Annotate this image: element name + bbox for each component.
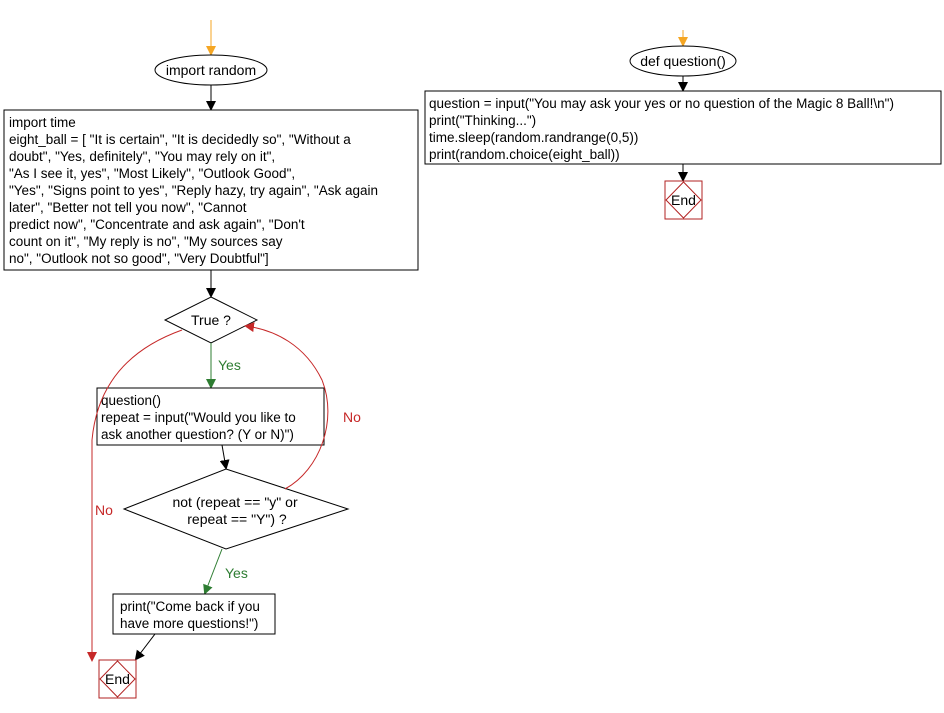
init-block-text: import time eight_ball = [ "It is certai… xyxy=(9,115,382,266)
init-line: doubt", "Yes, definitely", "You may rely… xyxy=(9,149,275,164)
end-terminal-main xyxy=(98,659,137,699)
init-line: count on it", "My reply is no", "My sour… xyxy=(9,234,283,249)
init-line: no", "Outlook not so good", "Very Doubtf… xyxy=(9,251,269,266)
connector-exit-no-loopback xyxy=(244,322,329,490)
init-line: "Yes", "Signs point to yes", "Reply hazy… xyxy=(9,183,378,198)
end-terminal-main-diamond xyxy=(99,660,136,698)
exit-action-block xyxy=(112,593,276,635)
end-terminal-function xyxy=(664,180,703,220)
loop-body-line: repeat = input("Would you like to xyxy=(101,410,296,425)
start-label: import random xyxy=(166,62,256,78)
exit-condition-diamond xyxy=(122,468,350,550)
exit-condition-line: not (repeat == "y" or xyxy=(172,494,297,510)
function-body-line: print(random.choice(eight_ball)) xyxy=(429,147,620,162)
init-line: eight_ball = [ "It is certain", "It is d… xyxy=(9,132,351,147)
exit-action-line: have more questions!") xyxy=(120,616,258,631)
function-body-line: time.sleep(random.randrange(0,5)) xyxy=(429,130,638,145)
init-line: import time xyxy=(9,115,76,130)
loop-body-line: ask another question? (Y or N)") xyxy=(101,427,294,442)
loop-body-line: question() xyxy=(101,393,161,408)
function-body-text: question = input("You may ask your yes o… xyxy=(429,96,898,162)
connector-loop-no-end xyxy=(87,329,183,662)
end-label-main: End xyxy=(105,671,130,687)
end-terminal-function-diamond xyxy=(665,181,702,219)
connector-exit-yes xyxy=(203,548,223,595)
init-line: later", "Better not tell you now", "Cann… xyxy=(9,200,247,215)
function-body-block xyxy=(424,90,942,165)
function-body-line: print("Thinking...") xyxy=(429,113,536,128)
exit-action-text: print("Come back if you have more questi… xyxy=(120,599,264,631)
connector-body-exit xyxy=(219,444,230,470)
yes-label-loop: Yes xyxy=(218,357,241,373)
loop-body-block xyxy=(96,387,325,446)
no-label-end: No xyxy=(95,502,113,518)
loop-condition-label: True ? xyxy=(191,312,231,328)
exit-condition-line: repeat == "Y") ? xyxy=(187,511,287,527)
exit-action-line: print("Come back if you xyxy=(120,599,260,614)
loop-body-text: question() repeat = input("Would you lik… xyxy=(101,393,300,442)
end-label-function: End xyxy=(671,192,696,208)
init-block xyxy=(3,109,419,271)
no-label-loopback: No xyxy=(343,409,361,425)
yes-label-exit: Yes xyxy=(225,565,248,581)
function-start-label: def question() xyxy=(640,53,726,69)
exit-condition-text: not (repeat == "y" or repeat == "Y") ? xyxy=(172,494,301,527)
init-line: "As I see it, yes", "Most Likely", "Outl… xyxy=(9,166,295,181)
connector-exit-end xyxy=(134,633,156,661)
init-line: predict now", "Concentrate and ask again… xyxy=(9,217,305,232)
function-body-line: question = input("You may ask your yes o… xyxy=(429,96,894,111)
